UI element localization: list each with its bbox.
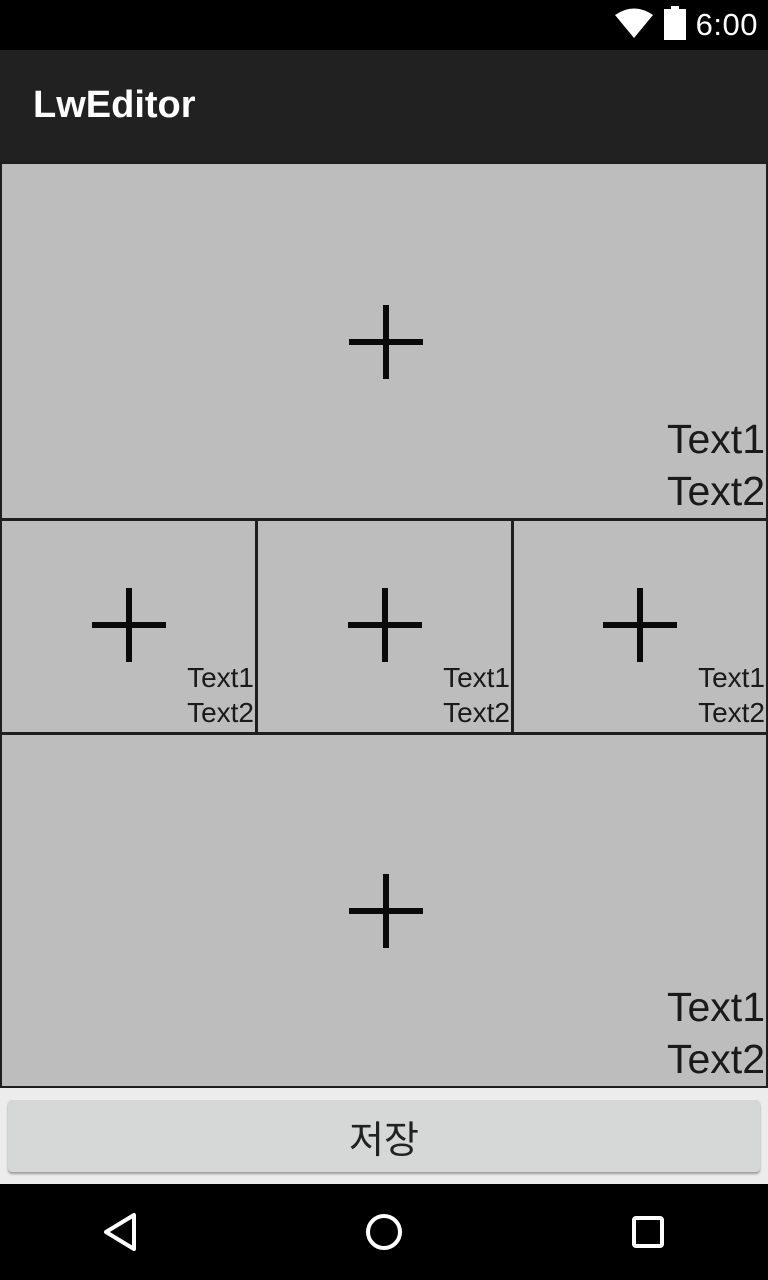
image-tile-small-left[interactable]: Text1 Text2 — [0, 519, 257, 734]
image-tile-bottom[interactable]: Text1 Text2 — [0, 733, 768, 1088]
status-bar: 6:00 — [0, 0, 768, 50]
save-area: 저장 — [0, 1088, 768, 1184]
caption-text1: Text1 — [667, 415, 765, 462]
tile-grid: Text1 Text2 Text1 Text2 Text1 Text2 Text… — [0, 162, 768, 1184]
tile-caption: Text1 Text2 — [698, 660, 765, 731]
status-icons: 6:00 — [614, 0, 758, 50]
save-button[interactable]: 저장 — [8, 1100, 760, 1172]
tile-caption: Text1 Text2 — [667, 981, 765, 1085]
recents-icon[interactable] — [623, 1207, 673, 1257]
back-icon[interactable] — [98, 1207, 148, 1257]
app-bar: LwEditor — [0, 50, 768, 162]
tile-caption: Text1 Text2 — [187, 660, 254, 731]
tile-caption: Text1 Text2 — [667, 413, 765, 517]
caption-text1: Text1 — [667, 983, 765, 1030]
navigation-bar — [0, 1184, 768, 1280]
wifi-icon — [614, 7, 654, 44]
plus-icon — [349, 874, 423, 948]
caption-text2: Text2 — [667, 467, 765, 514]
home-icon[interactable] — [359, 1207, 409, 1257]
plus-icon — [349, 305, 423, 379]
caption-text2: Text2 — [667, 1035, 765, 1082]
tile-caption: Text1 Text2 — [443, 660, 510, 731]
caption-text1: Text1 — [187, 661, 254, 693]
plus-icon — [603, 588, 677, 662]
caption-text2: Text2 — [443, 697, 510, 729]
image-tile-top[interactable]: Text1 Text2 — [0, 162, 768, 520]
caption-text2: Text2 — [187, 697, 254, 729]
plus-icon — [348, 588, 422, 662]
app-title: LwEditor — [33, 84, 196, 126]
caption-text2: Text2 — [698, 697, 765, 729]
caption-text1: Text1 — [443, 661, 510, 693]
status-time: 6:00 — [695, 7, 758, 42]
caption-text1: Text1 — [698, 661, 765, 693]
battery-icon — [663, 5, 686, 45]
image-tile-small-right[interactable]: Text1 Text2 — [512, 519, 768, 734]
plus-icon — [92, 588, 166, 662]
image-tile-small-center[interactable]: Text1 Text2 — [256, 519, 513, 734]
